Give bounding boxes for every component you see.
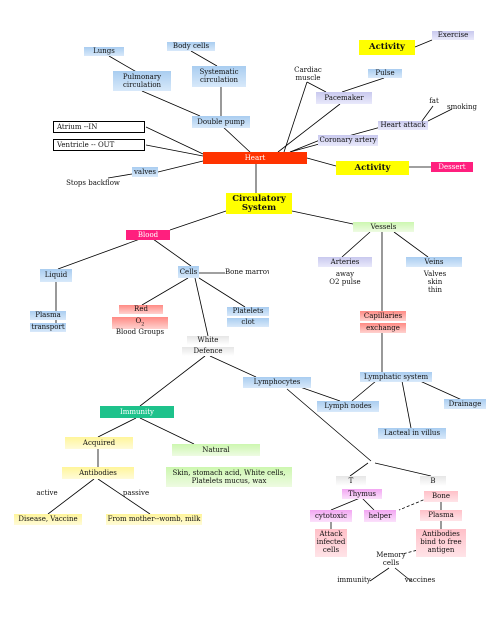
node-thymus: Thymus (342, 489, 382, 499)
node-lymph-nodes: Lymph nodes (317, 401, 379, 412)
node-t-cells: T (336, 476, 366, 486)
node-immunity: Immunity (100, 406, 174, 418)
node-pulse: Pulse (368, 69, 402, 78)
node-exchange: exchange (360, 323, 406, 333)
node-coronary-artery: Coronary artery (318, 135, 378, 146)
node-activity-top: Activity (359, 40, 415, 55)
node-from-mother: From mother--womb, milk (106, 514, 202, 525)
node-double-pump: Double pump (192, 116, 250, 128)
node-defence: Defence (182, 347, 234, 356)
node-ventricle-out: Ventricle -- OUT (53, 139, 145, 151)
node-helper: helper (364, 510, 396, 522)
node-arteries: Arteries (318, 257, 372, 267)
node-transport: transport (30, 323, 66, 332)
node-activity-mid: Activity (336, 161, 409, 175)
node-bone-marrow: Bone marrow (225, 268, 269, 276)
oxygen-subscript: 2 (141, 321, 145, 328)
node-veins: Veins (406, 257, 462, 267)
node-b-cells: B (420, 476, 446, 486)
node-natural-barriers: Skin, stomach acid, White cells,Platelet… (166, 467, 292, 487)
node-cells: Cells (178, 266, 199, 278)
node-valves: valves (132, 167, 158, 177)
node-stops-backflow: Stops backflow (66, 179, 120, 187)
node-bone: Bone (424, 491, 458, 502)
node-heart: Heart (203, 152, 307, 164)
node-red-cells: Red (119, 305, 163, 314)
node-lymphocytes: Lymphocytes (243, 377, 311, 388)
node-pacemaker: Pacemaker (316, 92, 372, 104)
node-capillaries: Capillaries (360, 311, 406, 321)
node-immunity-low: immunity (337, 576, 371, 584)
node-acquired: Acquired (65, 437, 133, 449)
node-exercise: Exercise (432, 31, 474, 40)
label-active: active (36, 489, 58, 497)
node-lacteal-in-villus: Lacteal in villus (378, 428, 446, 439)
node-vessels: Vessels (353, 222, 414, 232)
label-passive: passive (122, 489, 150, 497)
node-b-plasma: Plasma (420, 510, 462, 521)
node-white-cells: White (187, 336, 229, 345)
node-plasma: Plasma (30, 311, 66, 320)
node-lungs: Lungs (84, 47, 124, 56)
node-fat: fat (429, 97, 439, 105)
node-atrium-in: Atrium --IN (53, 121, 145, 133)
node-natural: Natural (172, 444, 260, 456)
node-lymphatic-system: Lymphatic system (360, 372, 432, 382)
node-oxygen: O2 (112, 317, 168, 329)
node-platelets: Platelets (227, 307, 269, 316)
node-vaccines: vaccines (404, 576, 436, 584)
node-blood-groups: Blood Groups (115, 328, 165, 336)
node-body-cells: Body cells (167, 42, 215, 51)
node-drainage: Drainage (444, 399, 486, 409)
node-clot: clot (227, 318, 269, 327)
node-smoking: smoking (447, 103, 477, 111)
node-blood: Blood (126, 230, 170, 240)
node-heart-attack: Heart attack (378, 121, 428, 130)
node-liquid: Liquid (40, 269, 72, 282)
node-disease-vaccine: Disease, Vaccine (14, 514, 82, 525)
node-dessert: Dessert (431, 162, 473, 172)
node-cytotoxic: cytotoxic (310, 510, 352, 522)
node-antibodies: Antibodies (62, 467, 134, 479)
